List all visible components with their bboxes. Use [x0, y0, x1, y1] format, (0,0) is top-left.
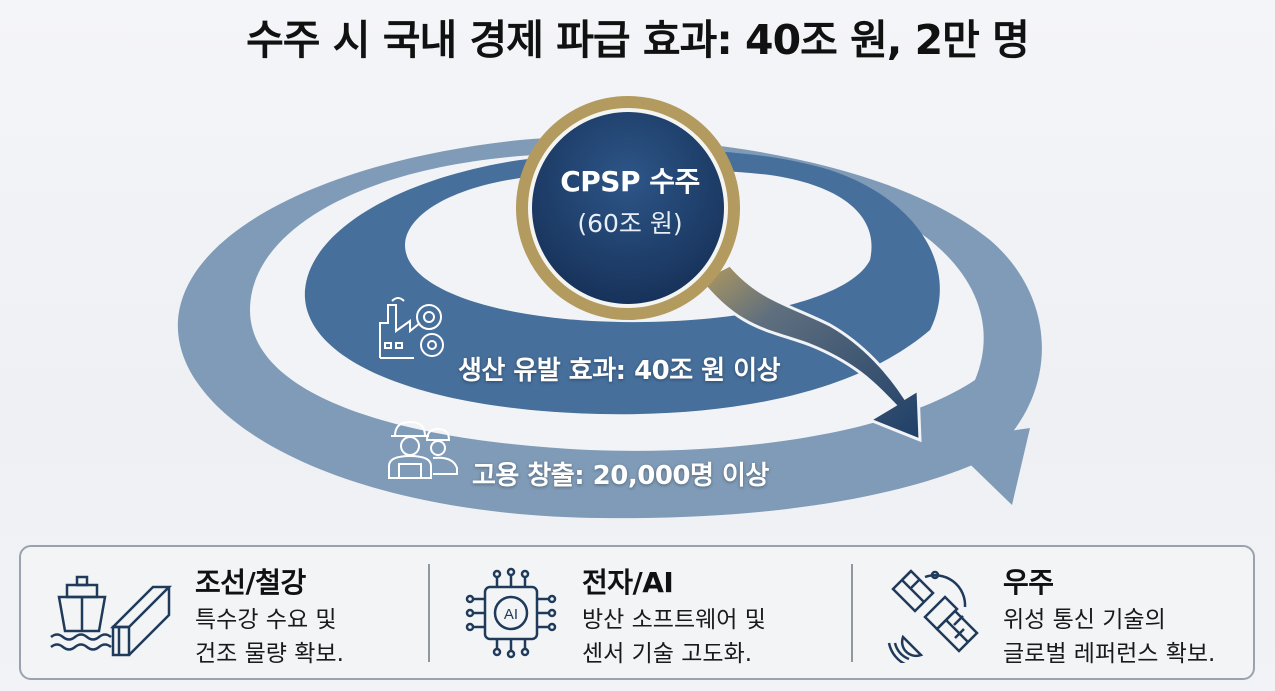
center-value: (60조 원) — [577, 209, 683, 238]
desc-line-2: 건조 물량 확보. — [195, 641, 344, 667]
desc-line-1: 방산 소프트웨어 및 — [582, 607, 766, 633]
desc-line-2: 글로벌 레퍼런스 확보. — [1003, 641, 1216, 667]
ship-steel-icon — [50, 575, 173, 657]
sector-title: 전자/AI — [582, 566, 674, 599]
ai-chip-icon: AI — [465, 567, 557, 659]
divider — [428, 564, 430, 662]
factory-gear-icon — [379, 297, 444, 359]
sector-card-space[interactable]: 우주 위성 통신 기술의 글로벌 레퍼런스 확보. — [861, 547, 1251, 678]
center-node[interactable] — [516, 96, 740, 320]
sector-title: 조선/철강 — [195, 566, 306, 599]
desc-line-1: 위성 통신 기술의 — [1003, 607, 1166, 633]
sector-card-shipbuilding[interactable]: 조선/철강 특수강 수요 및 건조 물량 확보. — [21, 547, 421, 678]
sector-description: 특수강 수요 및 건조 물량 확보. — [195, 603, 344, 671]
ripple-diagram — [177, 96, 1042, 519]
satellite-icon — [887, 569, 979, 663]
workers-icon — [388, 420, 458, 479]
sector-description: 위성 통신 기술의 글로벌 레퍼런스 확보. — [1003, 603, 1215, 671]
desc-line-1: 특수강 수요 및 — [195, 607, 337, 633]
center-label: CPSP 수주 (60조 원) — [520, 160, 740, 240]
employment-label: 고용 창출: 20,000명 이상 — [472, 461, 769, 491]
center-title: CPSP 수주 — [560, 165, 700, 198]
flow-arrow — [697, 263, 922, 443]
desc-line-2: 센서 기술 고도화. — [582, 641, 753, 667]
svg-text:AI: AI — [504, 606, 518, 623]
page-title: 수주 시 국내 경제 파급 효과: 40조 원, 2만 명 — [246, 16, 1030, 64]
sector-card-electronics-ai[interactable]: AI 전자/AI 방산 소프트웨어 및 센서 기술 고도화. — [439, 547, 849, 678]
production-effect-label: 생산 유발 효과: 40조 원 이상 — [458, 356, 781, 386]
sector-title: 우주 — [1003, 566, 1054, 599]
divider — [851, 564, 853, 662]
sector-description: 방산 소프트웨어 및 센서 기술 고도화. — [582, 603, 766, 671]
sector-panel: 조선/철강 특수강 수요 및 건조 물량 확보. AI 전자/AI — [19, 545, 1255, 680]
